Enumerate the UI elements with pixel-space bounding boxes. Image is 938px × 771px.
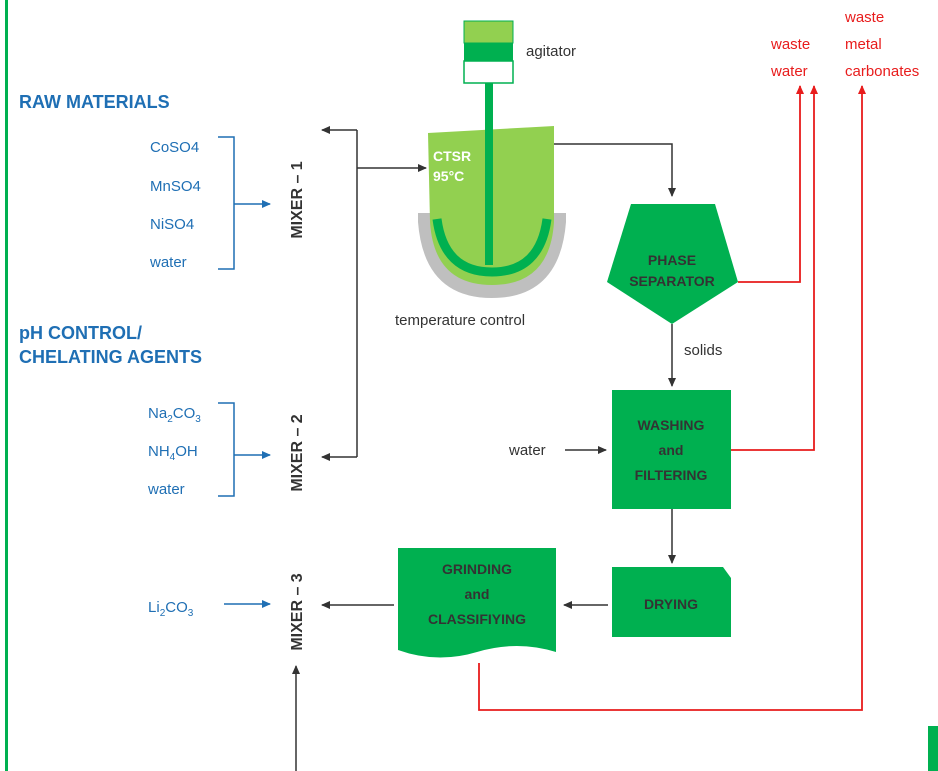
corner-marker bbox=[928, 726, 938, 771]
waste-metal-label-1: waste bbox=[844, 9, 884, 26]
raw-material-item: NiSO4 bbox=[150, 216, 194, 233]
raw-material-item: water bbox=[149, 254, 187, 271]
na2co3-label: Na2CO3 bbox=[148, 405, 201, 425]
grinding-waste-metal-line bbox=[478, 85, 866, 711]
waste-water-label-2: water bbox=[770, 63, 808, 80]
waste-water-label-1: waste bbox=[770, 36, 810, 53]
washing-water-label: water bbox=[508, 442, 546, 459]
waste-metal-label-3: carbonates bbox=[845, 63, 919, 80]
mixer-2-label: MIXER – 2 bbox=[289, 414, 306, 491]
separator-line-2: SEPARATOR bbox=[629, 273, 715, 289]
washing-line-3: FILTERING bbox=[635, 467, 708, 483]
reactor-inner-arc bbox=[432, 218, 552, 277]
grinding-line-3: CLASSIFIYING bbox=[428, 611, 526, 627]
washing-line-2: and bbox=[659, 442, 684, 458]
raw-material-item: MnSO4 bbox=[150, 178, 201, 195]
ph-control-heading-2: CHELATING AGENTS bbox=[19, 347, 202, 367]
ph-control-bracket bbox=[218, 402, 235, 497]
separator-waste-water-line bbox=[738, 85, 804, 283]
grinding-line-2: and bbox=[465, 586, 490, 602]
li2co3-label: Li2CO3 bbox=[148, 599, 194, 619]
washing-filtering-box bbox=[612, 390, 731, 509]
agitator-top bbox=[463, 20, 514, 44]
phase-separator-shape bbox=[607, 204, 738, 324]
raw-material-item: CoSO4 bbox=[150, 139, 199, 156]
waste-metal-label-2: metal bbox=[845, 36, 882, 53]
solids-label: solids bbox=[684, 342, 722, 359]
drying-box bbox=[612, 567, 731, 637]
ph-control-heading-1: pH CONTROL/ bbox=[19, 323, 142, 343]
temperature-control-label: temperature control bbox=[395, 312, 525, 329]
reactor-to-separator-line bbox=[554, 143, 676, 197]
agitator-bottom bbox=[463, 60, 514, 84]
drying-label: DRYING bbox=[644, 596, 698, 612]
reactor-name: CTSR bbox=[433, 148, 471, 164]
separator-line-1: PHASE bbox=[648, 252, 696, 268]
grinding-classifying-box bbox=[398, 548, 556, 658]
nh4oh-label: NH4OH bbox=[148, 443, 198, 463]
mixer-3-label: MIXER – 3 bbox=[289, 573, 306, 650]
grinding-line-1: GRINDING bbox=[442, 561, 512, 577]
reactor-temp: 95°C bbox=[433, 168, 464, 184]
agitator-mid bbox=[464, 43, 513, 61]
agitator-label: agitator bbox=[526, 43, 576, 60]
washing-waste-water-line bbox=[731, 85, 818, 451]
washing-line-1: WASHING bbox=[638, 417, 705, 433]
ph-water-label: water bbox=[147, 481, 185, 498]
mixer-1-label: MIXER – 1 bbox=[289, 161, 306, 238]
raw-materials-heading: RAW MATERIALS bbox=[19, 92, 170, 112]
left-border-bar bbox=[5, 0, 8, 771]
raw-materials-bracket bbox=[218, 136, 235, 270]
